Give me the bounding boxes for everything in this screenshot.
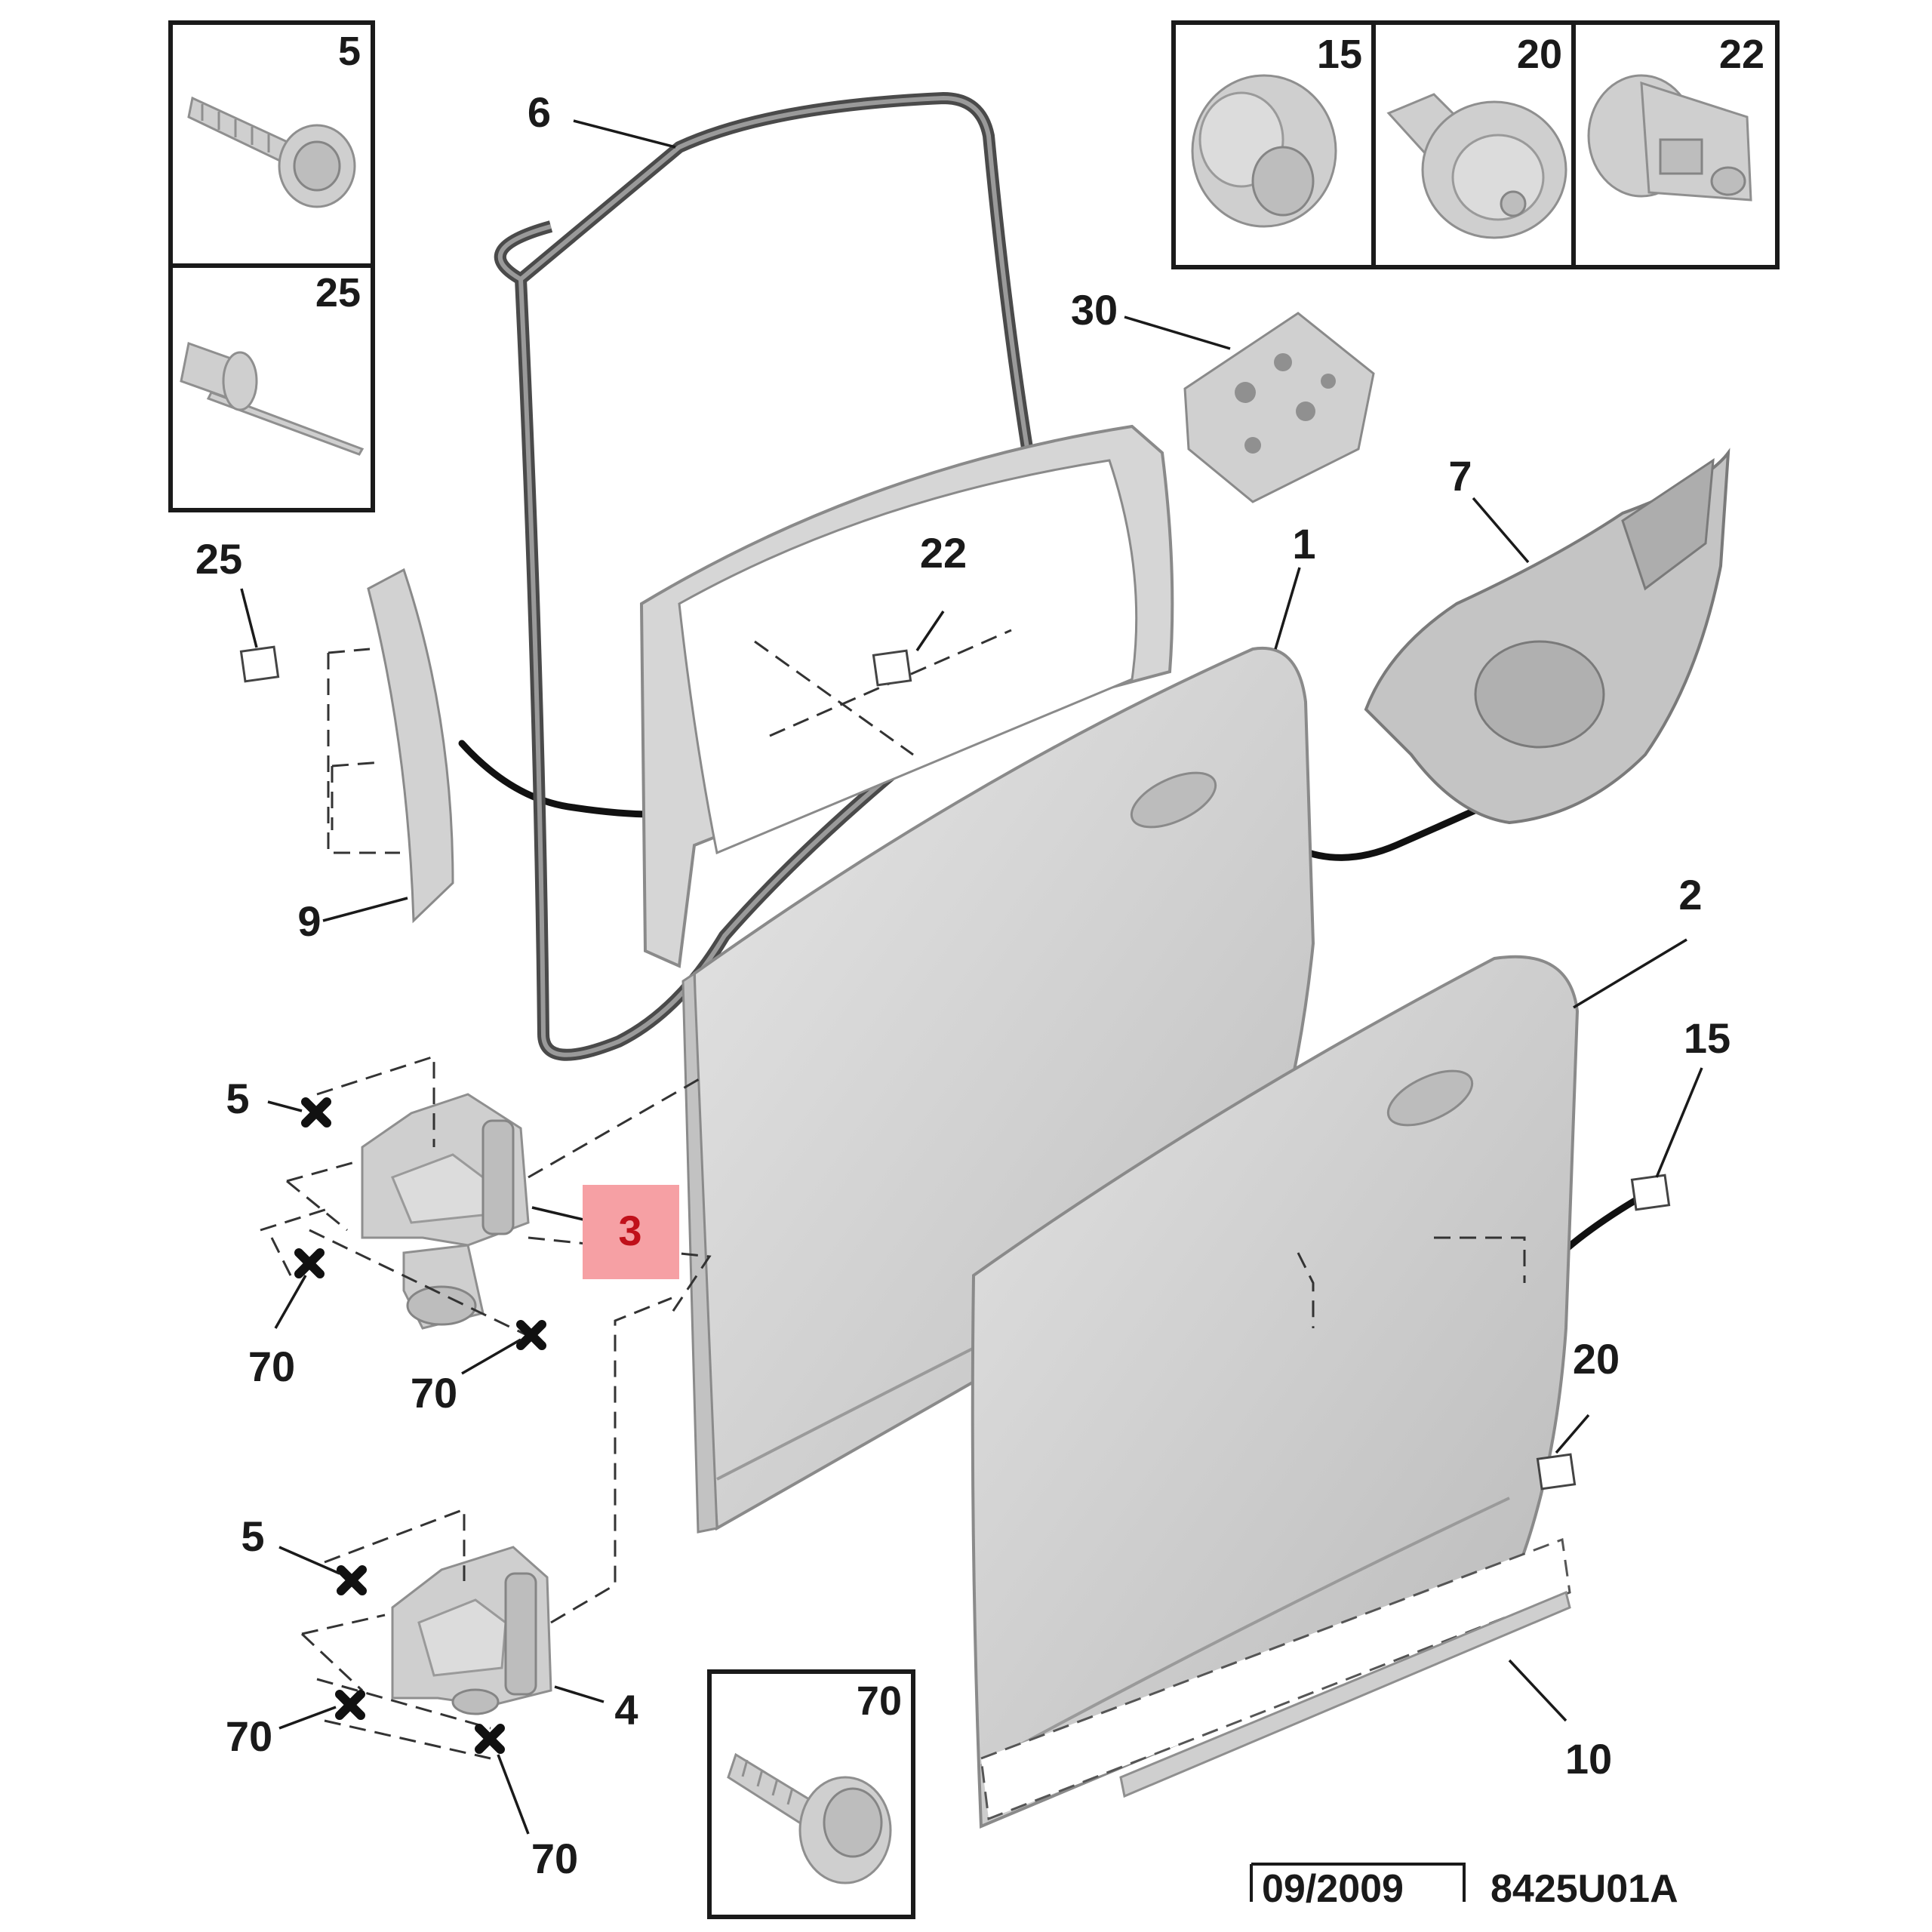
callout-9: 9 (297, 897, 321, 945)
callout-25: 25 (195, 535, 242, 583)
assembly-guides (260, 629, 1526, 1760)
inset-label-15: 15 (1317, 32, 1362, 77)
callout-2: 2 (1678, 871, 1702, 918)
sill-trim-part-10 (980, 1537, 1571, 1821)
inset-label-22: 22 (1719, 32, 1764, 77)
nut-clip-icon (1587, 74, 1752, 202)
callout-5-upper: 5 (226, 1075, 249, 1122)
inset-label-20: 20 (1517, 32, 1562, 77)
inset-label-5: 5 (338, 29, 361, 74)
inset-label-70: 70 (857, 1678, 902, 1724)
lower-hinge-part-4 (391, 1546, 552, 1715)
flange-bolt-icon (187, 96, 356, 208)
callout-15: 15 (1684, 1014, 1730, 1062)
rear-door-part-1 (639, 424, 1315, 1534)
inset-label-25: 25 (315, 270, 361, 315)
ref-square-22 (872, 649, 912, 687)
ref-square-15 (1630, 1174, 1671, 1211)
sound-pad-part-30 (1183, 312, 1375, 503)
inner-shield-part-7 (1364, 448, 1730, 825)
inset-top-left: 5 25 (168, 20, 375, 512)
upper-hinge-part-3 (361, 1093, 530, 1330)
x-mark-icon (294, 1097, 546, 1754)
callout-6: 6 (528, 88, 551, 136)
pillar-trim-part-9 (327, 568, 454, 924)
callout-22: 22 (920, 529, 967, 577)
footer: 09/2009 8425U01A (1250, 1863, 1678, 1911)
callout-70-d: 70 (531, 1835, 578, 1882)
callout-70-c: 70 (226, 1712, 272, 1760)
callout-3: 3 (618, 1207, 641, 1254)
callout-1: 1 (1292, 520, 1315, 568)
rivet-icon (180, 342, 365, 456)
highlight-box (583, 1185, 679, 1279)
footer-date: 09/2009 (1262, 1867, 1404, 1911)
inset-top-right: 15 20 22 (1171, 20, 1780, 269)
inset-bottom: 70 (707, 1669, 915, 1919)
hex-bolt-icon (727, 1752, 892, 1884)
callout-4: 4 (614, 1686, 638, 1734)
leader-lines (240, 119, 1703, 1835)
callout-30: 30 (1071, 286, 1118, 334)
callout-10: 10 (1565, 1735, 1612, 1783)
callout-7: 7 (1448, 452, 1472, 500)
callout-5-lower: 5 (241, 1512, 264, 1560)
dome-clip-icon (1191, 74, 1337, 228)
push-clip-icon (1386, 93, 1567, 239)
ref-square-20 (1536, 1453, 1577, 1491)
ref-square-25 (239, 645, 280, 683)
callout-70-a: 70 (248, 1343, 295, 1390)
callout-labels: 6 30 7 1 22 25 9 2 15 5 3 70 70 5 4 70 7… (195, 88, 1730, 1882)
callout-70-b: 70 (411, 1369, 457, 1417)
callout-20: 20 (1573, 1335, 1620, 1383)
footer-reference: 8425U01A (1491, 1867, 1678, 1911)
